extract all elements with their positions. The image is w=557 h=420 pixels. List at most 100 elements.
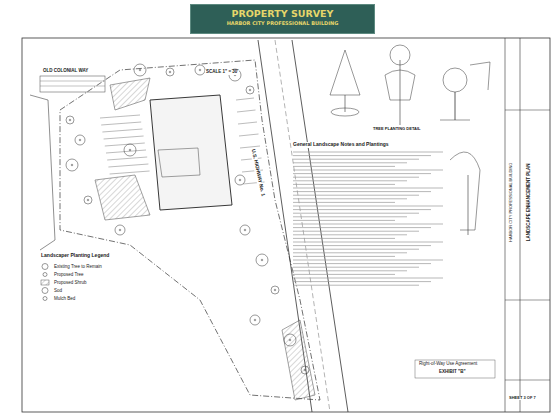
note-text-line [293,224,443,225]
tree-symbol [71,164,73,166]
note-text-line [293,188,443,189]
legend-symbol [40,287,50,294]
exhibit-label: EXHIBIT "B" [438,370,467,375]
note-text-line [293,231,419,232]
agreement-note: Right-of-Way Use Agreement [418,362,478,367]
banner-title: PROPERTY SURVEY [195,8,370,20]
note-text-line [293,278,443,279]
sheet-title: LANDSCAPE ENHANCEMENT PLAN [528,163,533,243]
note-text-line [293,216,407,217]
tree-symbol [66,116,74,124]
legend-symbol [40,279,50,286]
legend-symbol [40,295,50,302]
note-text-line [293,252,407,253]
legend-text: Sod [54,288,62,293]
legend-symbol [42,263,48,269]
parking-stall [239,134,259,136]
tree-symbol [304,369,306,371]
parking-stall [102,129,142,132]
tree-symbol [134,64,146,76]
note-text-line [293,198,407,199]
note-text-line [293,220,395,221]
street-name: OLD COLONIAL WAY [42,69,89,74]
tree-symbol [115,225,125,235]
parking-stall [236,98,254,100]
parking-stall [101,122,141,125]
parking-stall [100,115,140,118]
legend-text: Mulch Bed [54,296,75,301]
tree-symbol [199,69,201,71]
note-text-line [293,180,407,181]
tree-symbol [79,139,81,141]
legend-symbol [41,280,49,285]
note-text-line [293,206,443,207]
legend-row: Existing Tree to Remain [40,262,190,270]
tree-symbol [254,319,256,321]
parking-stall [108,164,148,167]
note-text-line [293,281,431,282]
project-name: HARBOR CITY PROFESSIONAL BUILDING [510,162,514,243]
legend-row: Sod [40,286,190,294]
tree-symbol [166,68,174,76]
parking-stall [105,143,145,146]
note-text-line [293,263,431,264]
note-text-line [293,274,395,275]
scale-note: SCALE 1" = 30' [205,70,239,75]
note-text-line [293,242,443,243]
tree-symbol [235,175,245,185]
note-text-line [293,270,407,271]
parking-stall [107,157,147,160]
note-text-line [293,184,395,185]
note-text-line [293,155,431,156]
tree-symbol [239,179,241,181]
note-text-line [293,191,431,192]
note-text-line [293,238,395,239]
note-text-line [293,213,419,214]
tree-symbol [274,289,276,291]
tree-symbol [271,286,279,294]
tree-symbol [75,135,85,145]
banner-subtitle: HARBOR CITY PROFESSIONAL BUILDING [195,20,370,26]
tree-symbol [66,159,78,171]
legend-text: Proposed Shrub [54,280,87,285]
note-text-line [293,162,407,163]
title-banner: PROPERTY SURVEYHARBOR CITY PROFESSIONAL … [190,4,375,34]
note-text-line [293,256,395,257]
planting-legend: Existing Tree to RemainProposed TreeProp… [40,262,190,302]
note-text-line [293,202,395,203]
legend-symbol [43,272,47,276]
tree-symbol [195,65,205,75]
tree-symbol [169,71,171,73]
legend-symbol [42,287,48,293]
tree-symbol [246,86,254,94]
parking-stall [106,150,146,153]
detail-title: TREE PLANTING DETAIL [372,127,421,131]
sheet-number: SHEET 3 OF 7 [508,396,537,400]
legend-row: Proposed Shrub [40,278,190,286]
note-text-line [293,260,443,261]
note-text-line [293,267,419,268]
note-text-line [293,177,419,178]
note-text-line [293,245,431,246]
legend-symbol [43,296,47,300]
note-text-line [293,170,443,171]
parking-stall [104,136,144,139]
parking-stall [110,171,150,174]
legend-symbol [40,263,50,270]
tree-symbol [139,69,141,71]
tree-symbol [289,339,291,341]
tree-symbol [129,149,131,151]
tree-symbol [69,119,71,121]
note-text-line [293,234,407,235]
legend-text: Existing Tree to Remain [54,264,102,269]
parking-stall [237,110,256,112]
tree-symbol [84,196,92,204]
tree-symbol [261,259,263,261]
tree-symbol [284,334,296,346]
note-text-line [293,285,419,286]
tree-symbol [240,225,250,235]
tree-symbol [244,229,246,231]
legend-text: Proposed Tree [54,272,84,277]
